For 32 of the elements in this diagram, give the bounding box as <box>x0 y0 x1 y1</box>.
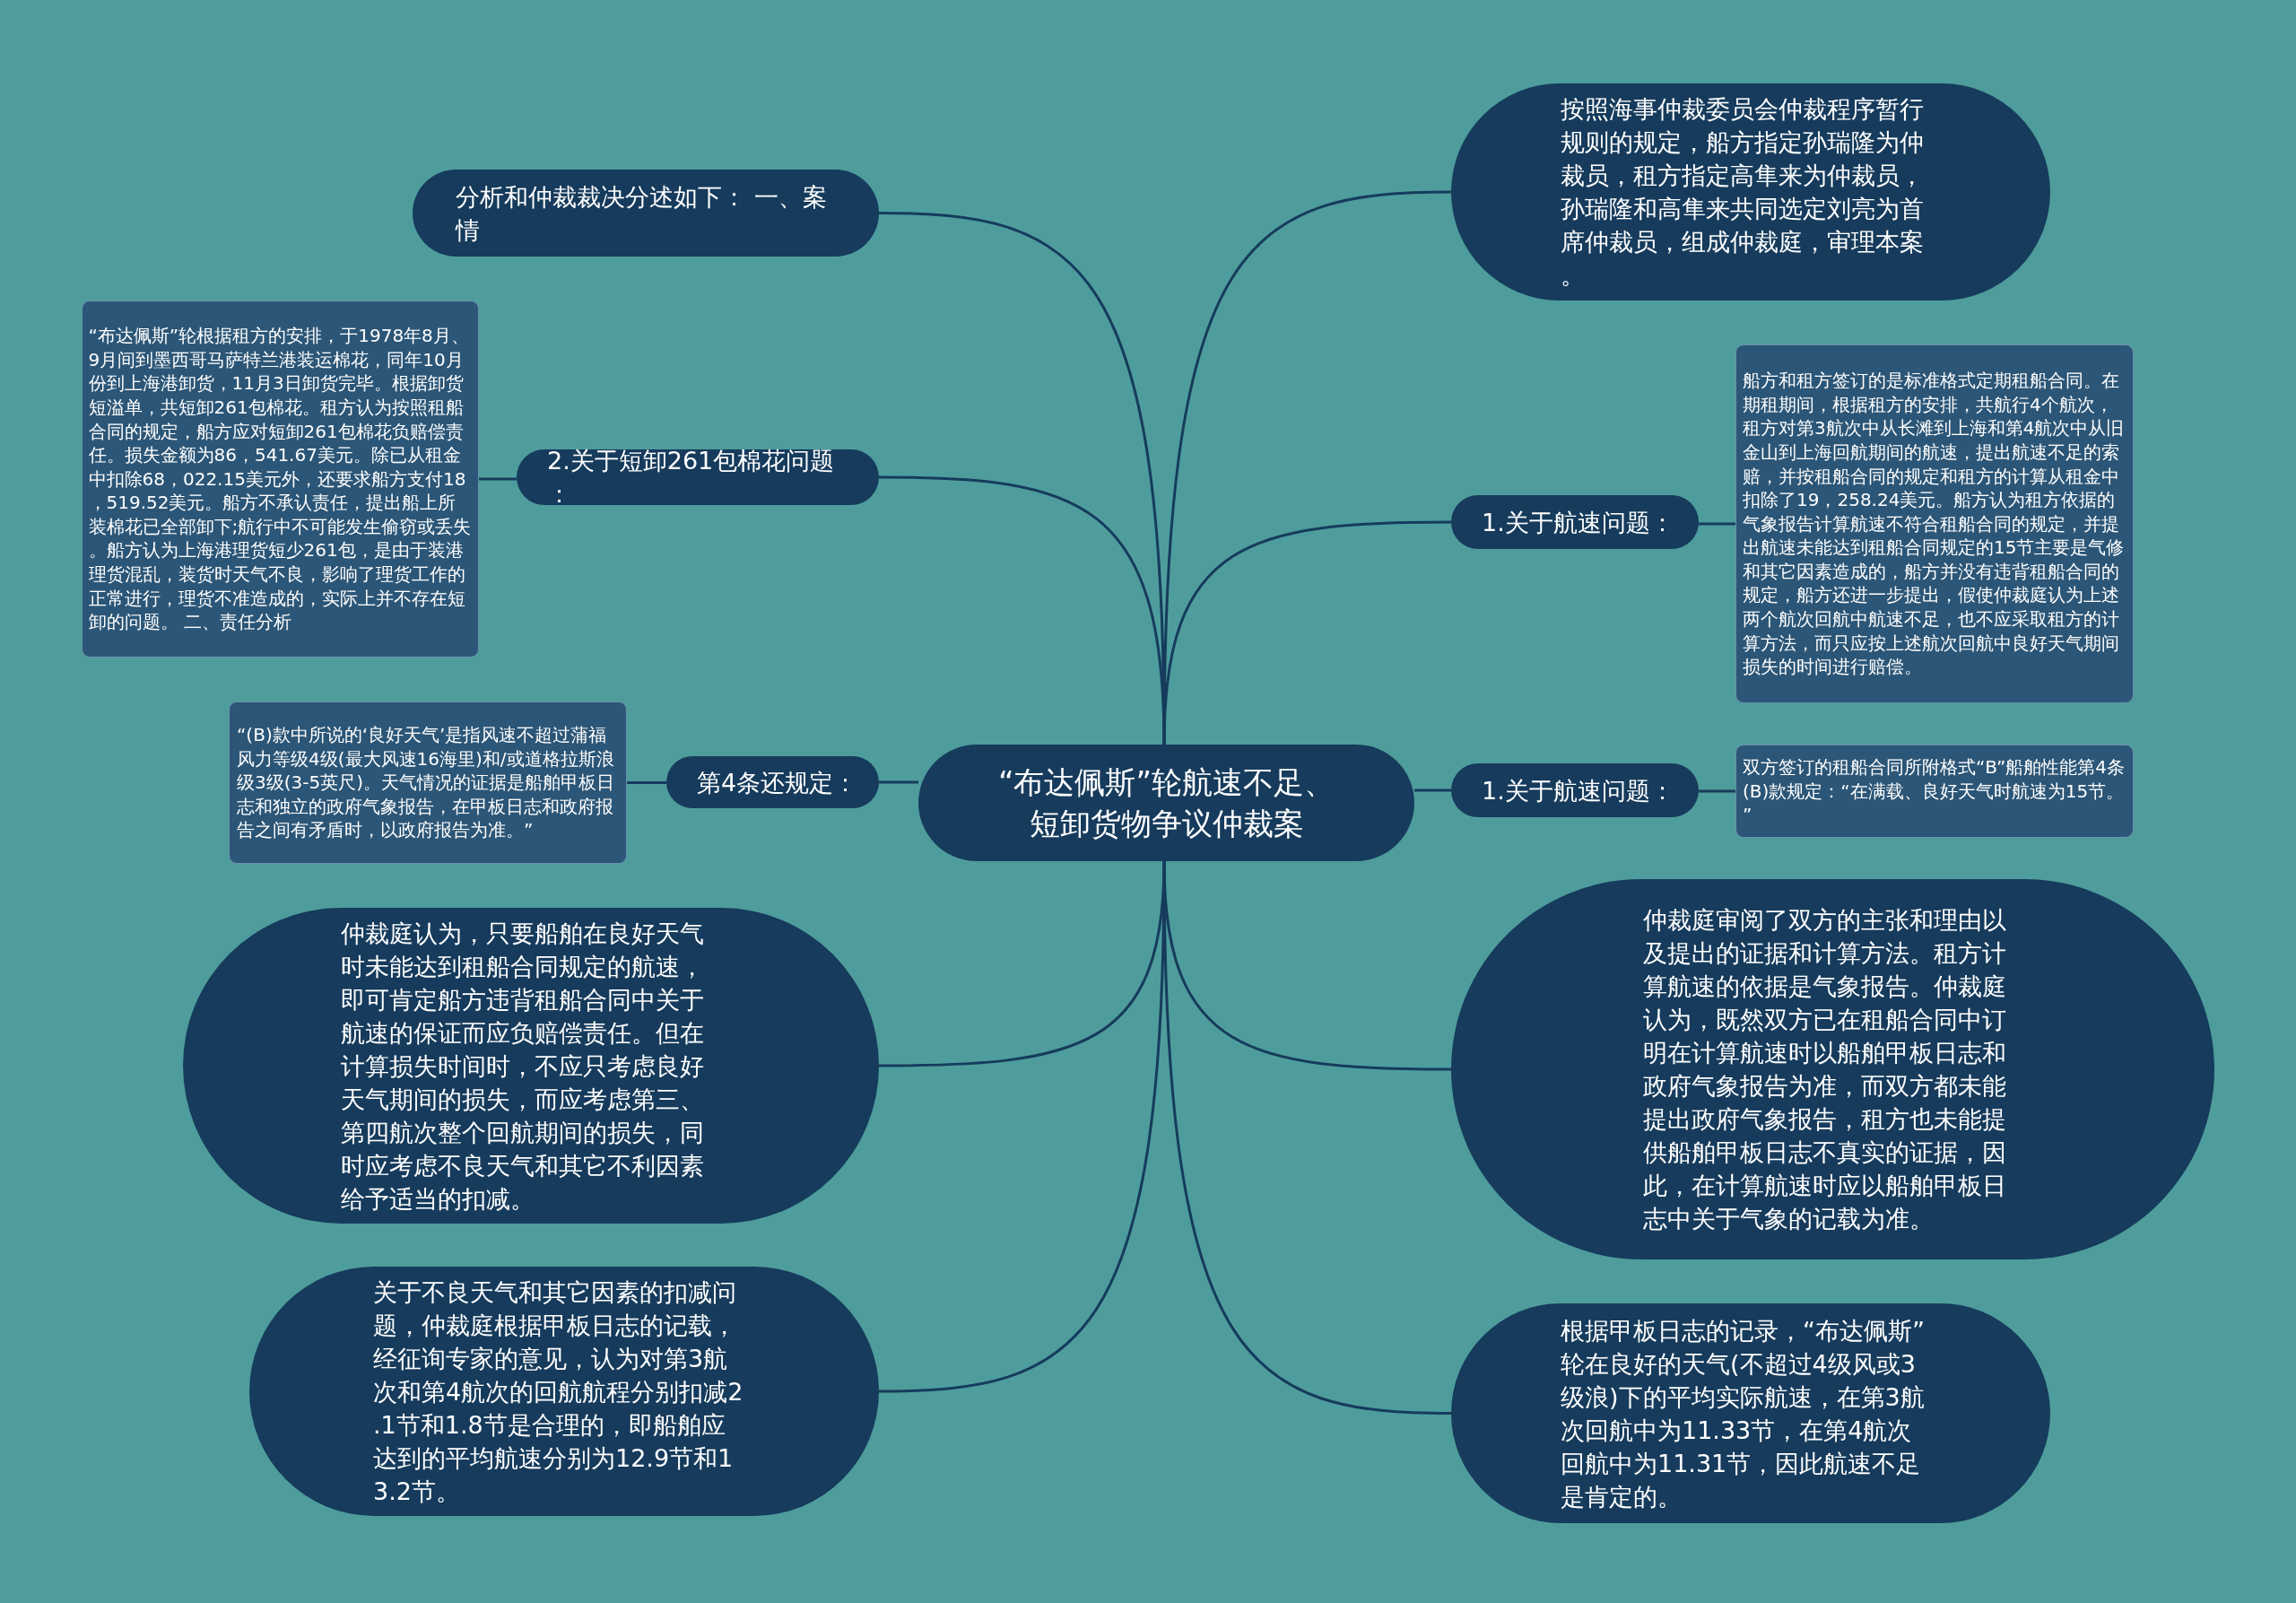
topic-text: 双方签订的租船合同所附格式“B”船舶性能第4条(B)款规定：“在满载、良好天气时航速为15节。” <box>1743 755 2126 827</box>
connector-line <box>879 780 918 784</box>
topic-text: “布达佩斯”轮航速不足、短卸货物争议仲裁案 <box>996 763 1336 843</box>
topic-text: “(B)款中所说的‘良好天气’是指风速不超过蒲福风力等级4级(最大风速16海里)和/或道格拉斯浪级3级(3-5英尺)。天气情况的证据是船舶甲板日志和独立的政府气象报告，在甲板日志和政府报告之间有矛盾时，以政府报告为准。” <box>237 723 615 842</box>
topic-text: 第4条还规定： <box>697 767 858 798</box>
connector-line <box>1699 789 1735 793</box>
note-box <box>229 701 627 864</box>
connector-line <box>878 860 1166 1393</box>
note-box <box>1735 344 2134 703</box>
note-box <box>82 301 479 658</box>
topic-text: 仲裁庭审阅了双方的主张和理由以及提出的证据和计算方法。租方计算航速的依据是气象报告。仲裁庭认为，既然双方已在租船合同中订明在计算航速时以船舶甲板日志和政府气象报告为准，而双方都未能提出政府气象报告，租方也未能提供船舶甲板日志不真实的证据，因此，在计算航速时应以船舶甲板日志中关于气象的记载为准。 <box>1643 905 2007 1234</box>
topic-text: “布达佩斯”轮根据租方的安排，于1978年8月、9月间到墨西哥马萨特兰港装运棉花，同年10月份到上海港卸货，11月3日卸货完毕。根据卸货短溢单，共短卸261包棉花。租方认为按照租船合同的规定，船方应对短卸261包棉花负赔偿责任。损失金额为86，541.67美元。除已从租金中扣除68，022.15美元外，还要求船方支付18，519.52美元。船方不承认责任，提出船上所装棉花已全部卸下;航行中不可能发生偷窃或丢失。船方认为上海港理货短少261包，是由于装港理货混乱，装货时天气不良，影响了理货工作的正常进行，理货不准造成的，实际上并不存在短卸的问题。 二、责任分析 <box>88 324 473 634</box>
topic-text: 根据甲板日志的记录，“布达佩斯”轮在良好的天气(不超过4级风或3级浪)下的平均实际航速，在第3航次回航中为11.33节，在第4航次回航中为11.31节，因此航速不足是肯定的。 <box>1561 1315 1926 1512</box>
topic-text: 按照海事仲裁委员会仲裁程序暂行规则的规定，船方指定孙瑞隆为仲裁员，租方指定高隼来为仲裁员，孙瑞隆和高隼来共同选定刘亮为首席仲裁员，组成仲裁庭，审理本案。 <box>1561 94 1925 291</box>
topic-text: 船方和租方签订的是标准格式定期租船合同。在期租期间，根据租方的安排，共航行4个航次，租方对第3航次中从长滩到上海和第4航次中从旧金山到上海回航期间的航速，提出航速不足的索赔，并按租船合同的规定和租方的计算从租金中扣除了19，258.24美元。船方认为租方依据的气象报告计算航速不符合租船合同的规定，并提出航速未能达到租船合同规定的15节主要是气修和其它因素造成的，船方并没有违背租船合同的规定，船方还进一步提出，假使仲裁庭认为上述两个航次回航中航速不足，也不应采取租方的计算方法，而只应按上述航次回航中良好天气期间损失的时间进行赔偿。 <box>1743 369 2126 679</box>
connector-line <box>627 781 666 784</box>
connector-line <box>479 477 517 481</box>
topic-text: 1.关于航速问题： <box>1482 775 1675 806</box>
topic-text: 分析和仲裁裁决分述如下： 一、案情 <box>456 181 828 246</box>
connector-line <box>1162 190 1452 745</box>
topic-text: 2.关于短卸261包棉花问题： <box>547 446 836 510</box>
note-box <box>1735 745 2134 838</box>
connector-line <box>1414 788 1451 792</box>
topic-pill <box>666 756 879 808</box>
topic-text: 仲裁庭认为，只要船舶在良好天气时未能达到租船合同规定的航速，即可肯定船方违背租船合同中关于航速的保证而应负赔偿责任。但在计算损失时间时，不应只考虑良好天气期间的损失，而应考虑第三、第四航次整个回航期间的损失，同时应考虑不良天气和其它不利因素给予适当的扣减。 <box>341 918 705 1215</box>
topic-pill <box>1451 495 1699 549</box>
topic-text: 1.关于航速问题： <box>1482 507 1675 538</box>
topic-text: 关于不良天气和其它因素的扣减问题，仲裁庭根据甲板日志的记载，经征询专家的意见，认为对第3航次和第4航次的回航航程分别扣减2.1节和1.8节是合理的，即船舶应达到的平均航速分别为12.9节和13.2节。 <box>373 1276 744 1507</box>
topic-pill <box>1451 763 1699 817</box>
connector-line <box>1699 522 1735 526</box>
connector-line <box>1162 520 1451 745</box>
connector-line <box>1162 860 1452 1415</box>
